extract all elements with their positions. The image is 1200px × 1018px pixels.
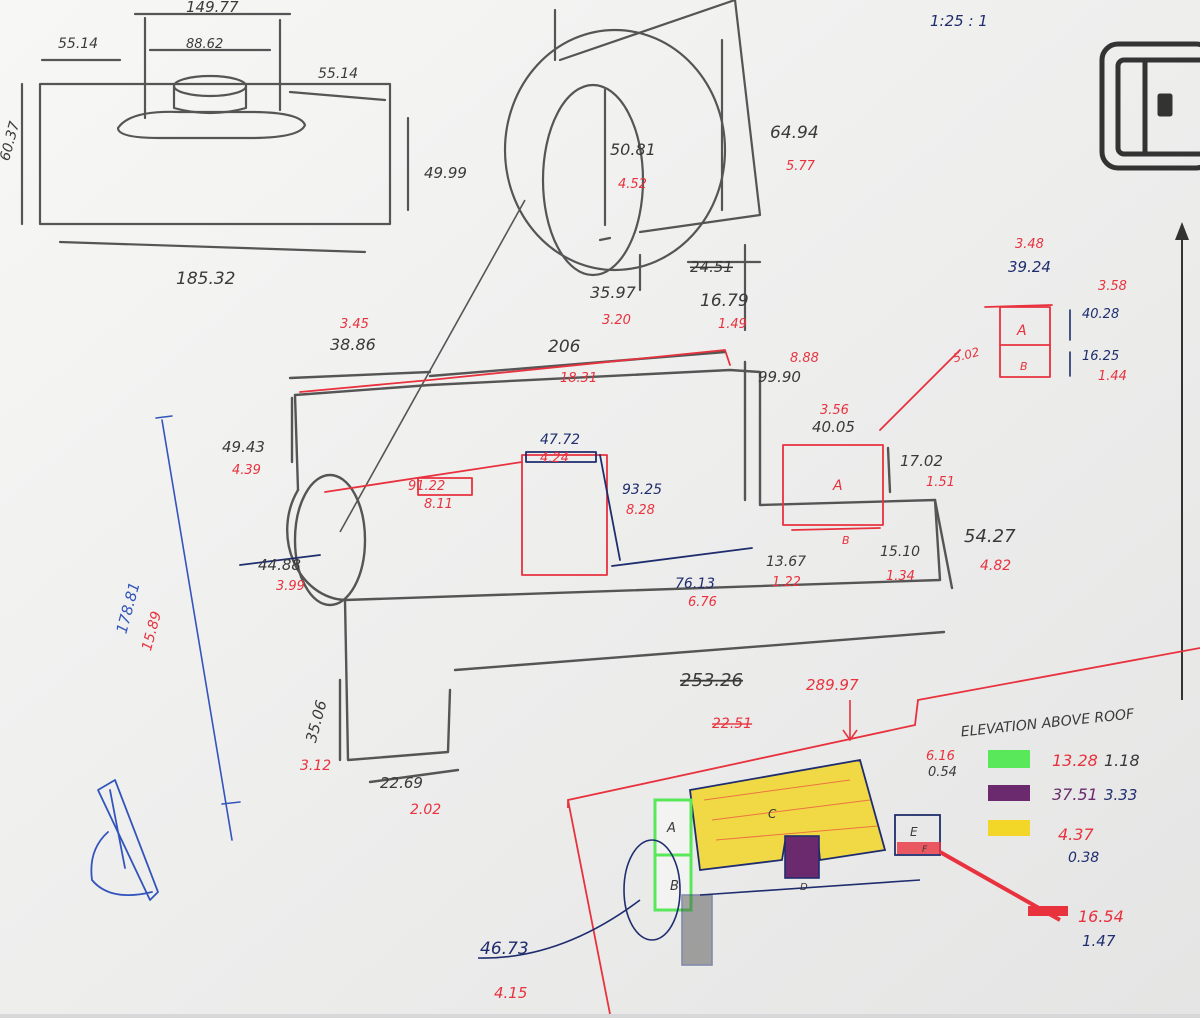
p-rect-bottom: 76.13 (675, 576, 715, 592)
d-b: B (1020, 360, 1028, 373)
arrow-up-icon (1175, 222, 1189, 700)
p-inner-span: 91.22 (408, 479, 445, 494)
elev-bottom-value: 46.73 (480, 939, 529, 959)
blue-dim-line (155, 415, 241, 841)
p-box-left-scaled: 1.22 (772, 575, 801, 590)
elev-label-d: D (800, 882, 808, 893)
p-box-b: B (842, 534, 850, 547)
sv-bottom-b-struck: 24.51 (690, 258, 733, 276)
legend-2-value: 4.37 (1058, 825, 1094, 844)
legend-2-scaled: 0.38 (1068, 850, 1099, 866)
legend-swatch-purple (988, 785, 1030, 801)
elev-e-scaled: 0.54 (928, 765, 957, 780)
legend-swatch-green (988, 750, 1030, 768)
p-right-height-scaled: 4.82 (980, 558, 1011, 574)
legend-1-value: 37.51 (1052, 785, 1098, 804)
leader-line (339, 199, 526, 533)
p-rect-w-scaled: 4.24 (540, 451, 569, 466)
scale-label: 1:25 : 1 (930, 12, 988, 30)
p-rect-h-scaled: 8.28 (626, 503, 655, 518)
top-view (20, 12, 410, 254)
d-b-h-scaled: 1.44 (1098, 369, 1127, 384)
p-box-w-scaled: 3.56 (820, 403, 849, 418)
elev-label-b: B (670, 879, 679, 894)
p-total: 289.97 (806, 676, 859, 694)
tv-top-inner: 88.62 (186, 37, 223, 52)
p-box-w: 40.05 (812, 418, 855, 436)
d-side: 5.02 (952, 345, 981, 365)
chair-sketch-icon (90, 779, 159, 901)
plan-navy-overlay (239, 451, 753, 567)
p-leg-height-scaled: 3.12 (300, 758, 331, 774)
sv-circle-scaled: 4.52 (618, 177, 647, 192)
p-circle-r: 44.88 (258, 556, 301, 574)
elevation-plan (623, 758, 1061, 966)
d-a: A (1016, 323, 1027, 339)
legend-1-scaled: 3.33 (1104, 786, 1137, 804)
d-w-scaled: 3.48 (1015, 237, 1044, 252)
d-a-h: 40.28 (1082, 307, 1119, 322)
d-w: 39.24 (1008, 258, 1051, 276)
legend-swatch-yellow (988, 820, 1030, 836)
d-b-h: 16.25 (1082, 349, 1119, 364)
p-left-height: 49.43 (222, 438, 265, 456)
p-leg-w: 22.69 (380, 774, 423, 792)
plan-view (286, 350, 954, 784)
sv-bottom-b-scaled: 1.49 (718, 317, 747, 332)
p-right-height: 54.27 (964, 526, 1016, 547)
tv-frame-icon (1099, 41, 1200, 171)
sv-bottom-a: 35.97 (590, 283, 637, 302)
p-box-a: A (832, 478, 843, 494)
sv-bottom-a-scaled: 3.20 (602, 313, 631, 328)
p-total-struck: 253.26 (680, 670, 743, 691)
elev-bottom-scaled: 4.15 (494, 984, 527, 1002)
p-leg-w-scaled: 2.02 (410, 802, 441, 818)
tv-height-right: 49.99 (424, 164, 467, 182)
elev-label-c: C (768, 807, 777, 821)
p-rect-bottom-scaled: 6.76 (688, 595, 717, 610)
p-top-span: 206 (548, 337, 581, 357)
sv-circle: 50.81 (610, 140, 656, 159)
tv-bottom: 185.32 (176, 269, 235, 289)
sv-bottom-b: 16.79 (700, 291, 749, 311)
p-box-right-scaled: 1.34 (886, 569, 915, 584)
legend-0-value: 13.28 (1052, 751, 1098, 770)
total-arrow-icon (842, 700, 858, 742)
p-top-span-scaled: 18.31 (560, 371, 597, 386)
elev-label-e: E (910, 825, 918, 839)
p-box-left: 13.67 (766, 554, 806, 570)
p-total-scaled-struck: 22.51 (712, 716, 752, 732)
elevation-boundary-left (567, 799, 611, 1015)
elev-label-a: A (666, 821, 676, 836)
p-right-top-scaled: 8.88 (790, 351, 819, 366)
p-right-top: 99.90 (758, 368, 801, 386)
legend-3-scaled: 1.47 (1082, 932, 1116, 950)
legend-swatch-red (1028, 906, 1068, 916)
elev-label-f: F (922, 845, 928, 855)
legend-0-scaled: 1.18 (1104, 751, 1140, 770)
elev-bottom-leader (477, 899, 641, 959)
d-a-h-scaled: 3.58 (1098, 279, 1127, 294)
plan-red-overlay (299, 304, 1053, 576)
tv-left: 55.14 (58, 36, 98, 52)
p-circle-r-scaled: 3.99 (276, 579, 305, 594)
tv-right: 55.14 (318, 66, 358, 82)
p-top-left: 38.86 (330, 335, 376, 354)
p-top-left-scaled: 3.45 (340, 317, 369, 332)
side-view (503, 0, 762, 332)
elev-e-value: 6.16 (926, 749, 955, 764)
sv-height: 64.94 (770, 123, 819, 143)
p-box-h-scaled: 1.51 (926, 475, 955, 490)
tv-top-outer: 149.77 (186, 0, 239, 16)
sv-height-scaled: 5.77 (786, 159, 816, 174)
legend-3-value: 16.54 (1078, 907, 1124, 926)
p-box-right: 15.10 (880, 544, 920, 560)
p-box-h: 17.02 (900, 452, 943, 470)
p-inner-span-scaled: 8.11 (424, 497, 453, 512)
p-rect-h: 93.25 (622, 482, 662, 498)
p-left-height-scaled: 4.39 (232, 463, 261, 478)
p-rect-w: 47.72 (540, 432, 580, 448)
